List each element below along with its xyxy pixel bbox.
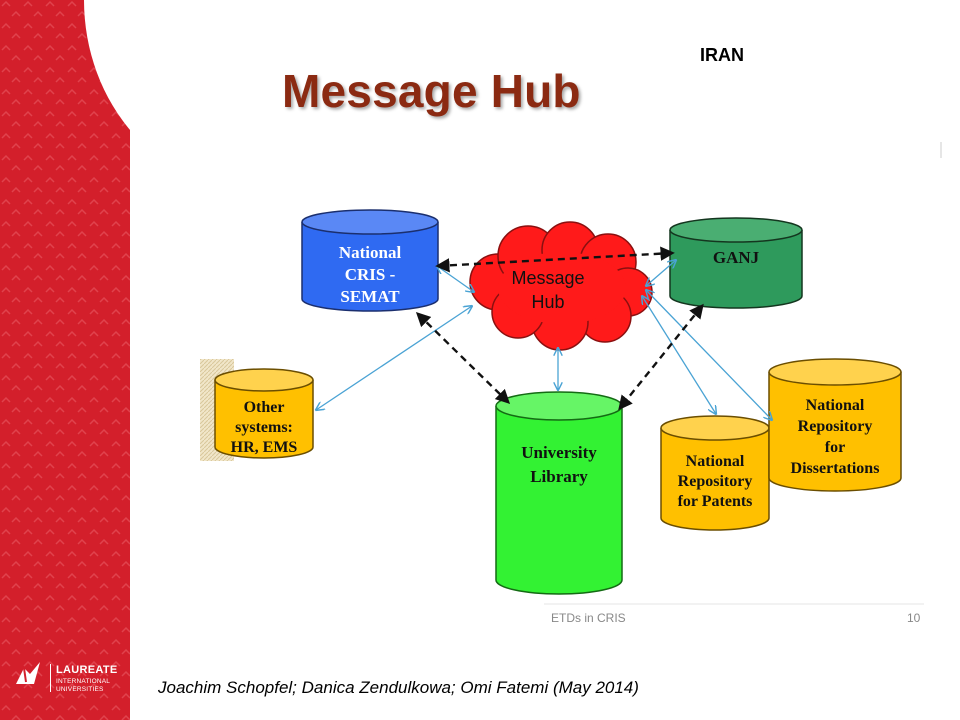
dashed-cris-ganj: [435, 246, 675, 273]
dashed-connectors: [415, 246, 704, 411]
connector-cris-hub: [437, 266, 474, 292]
cris-label-2: CRIS -: [345, 265, 396, 284]
logo-name: LAUREATE: [56, 664, 118, 676]
hub-label-2: Hub: [531, 292, 564, 312]
other-label-3: HR, EMS: [231, 439, 298, 456]
hub-label-1: Message: [511, 268, 584, 288]
node-university-library: University Library: [495, 391, 623, 595]
dissertations-label-1: National: [806, 397, 865, 414]
node-message-hub: Message Hub: [469, 221, 653, 351]
slide-title: Message Hub: [282, 65, 581, 117]
country-label: IRAN: [700, 45, 744, 65]
logo-divider: [50, 664, 51, 692]
library-label-2: Library: [530, 467, 588, 486]
sidebar-band: LAUREATE INTERNATIONAL UNIVERSITIES: [0, 0, 130, 720]
logo-line-1: INTERNATIONAL: [56, 678, 111, 685]
dashed-cris-library: [415, 311, 511, 405]
footer-page-number: 10: [907, 611, 921, 625]
node-national-cris: National CRIS - SEMAT: [301, 209, 439, 312]
laureate-leaf-icon: [16, 662, 40, 684]
ganj-label: GANJ: [713, 248, 760, 267]
node-ganj: GANJ: [669, 217, 803, 309]
cris-label-3: SEMAT: [340, 287, 400, 306]
node-repository-patents: National Repository for Patents: [660, 415, 770, 531]
other-label-2: systems:: [235, 419, 293, 436]
footer-topic: ETDs in CRIS: [551, 611, 626, 625]
connector-other-hub: [316, 306, 472, 410]
connector-patents-hub: [642, 296, 716, 414]
laureate-logo: LAUREATE INTERNATIONAL UNIVERSITIES: [14, 660, 124, 696]
node-other-systems: Other systems: HR, EMS: [214, 368, 314, 459]
dissertations-label-2: Repository: [798, 418, 873, 435]
citation: Joachim Schopfel; Danica Zendulkowa; Omi…: [158, 678, 639, 697]
connector-dissertations-hub: [646, 290, 772, 420]
patents-label-3: for Patents: [678, 493, 753, 510]
other-label-1: Other: [244, 399, 285, 416]
dissertations-label-3: for: [825, 439, 845, 456]
cris-label-1: National: [339, 243, 402, 262]
patents-label-2: Repository: [678, 473, 753, 490]
dashed-ganj-library: [618, 303, 704, 411]
patents-label-1: National: [686, 453, 745, 470]
node-repository-dissertations: National Repository for Dissertations: [768, 358, 902, 492]
dissertations-label-4: Dissertations: [791, 460, 880, 477]
library-label-1: University: [521, 443, 597, 462]
logo-line-2: UNIVERSITIES: [56, 686, 104, 693]
